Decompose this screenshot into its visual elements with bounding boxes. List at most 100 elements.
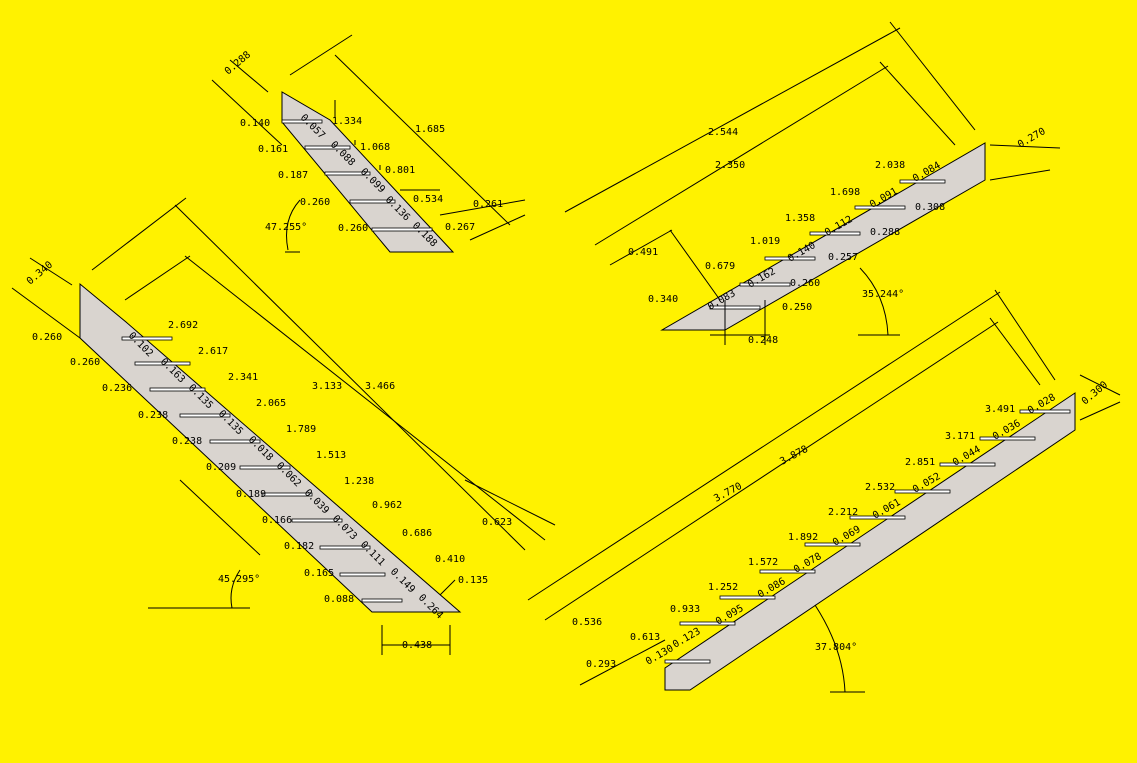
part-a-slot xyxy=(324,171,371,176)
dim-line xyxy=(564,27,901,213)
part-a-slot xyxy=(281,119,323,124)
dim-label: 1.698 xyxy=(830,187,860,198)
dim-label: 0.536 xyxy=(572,617,602,628)
part-b-slot xyxy=(179,413,231,418)
dim-label: 1.572 xyxy=(748,557,778,568)
angle-label: 35.244° xyxy=(862,289,904,300)
dim-label: 2.544 xyxy=(708,127,738,138)
offset-label: 0.260 xyxy=(338,223,368,234)
dim-label: 2.692 xyxy=(168,320,198,331)
dim-line xyxy=(527,291,1001,601)
offset-label: 0.182 xyxy=(284,541,314,552)
dim-line xyxy=(544,321,999,621)
part-d-slot xyxy=(894,489,951,494)
dim-label: 1.068 xyxy=(360,142,390,153)
dim-label: 0.293 xyxy=(586,659,616,670)
part-c-slot xyxy=(764,256,816,261)
dim-label: 1.358 xyxy=(785,213,815,224)
part-c-slot xyxy=(709,305,761,310)
part-b-slot xyxy=(319,545,371,550)
offset-label: 0.260 xyxy=(300,197,330,208)
part-b-slot xyxy=(339,572,386,577)
dim-line xyxy=(989,169,1051,181)
dim-label: 0.248 xyxy=(748,335,778,346)
dim-line xyxy=(289,34,353,76)
dim-line xyxy=(124,255,191,301)
dim-label: 3.171 xyxy=(945,431,975,442)
dim-label: 0.933 xyxy=(670,604,700,615)
dim-label: 1.789 xyxy=(286,424,316,435)
part-c-slot xyxy=(739,282,791,287)
dim-label: 0.267 xyxy=(445,222,475,233)
dim-label: 0.613 xyxy=(630,632,660,643)
dim-label: 1.019 xyxy=(750,236,780,247)
angle-label: 47.255° xyxy=(265,222,307,233)
dim-label: 0.300 xyxy=(1080,380,1110,408)
dim-label: 0.491 xyxy=(628,247,658,258)
part-c: 2.544 2.350 2.038 1.698 1.358 1.019 0.67… xyxy=(564,21,1061,346)
dim-line xyxy=(1079,401,1121,421)
part-d-slot xyxy=(939,462,996,467)
part-b-slot xyxy=(209,439,261,444)
angle-arc xyxy=(230,569,241,609)
dim-line xyxy=(179,479,261,556)
part-a-slot xyxy=(371,227,433,232)
part-d-body xyxy=(664,392,1076,691)
dim-line xyxy=(579,639,666,686)
angle-arc xyxy=(286,199,301,251)
dim-line xyxy=(879,61,956,146)
part-b-slot xyxy=(149,387,206,392)
dim-label: 1.513 xyxy=(316,450,346,461)
offset-label: 0.257 xyxy=(828,252,858,263)
dim-label: 3.770 xyxy=(712,481,744,505)
dim-line xyxy=(609,229,673,266)
offset-label: 0.161 xyxy=(258,144,288,155)
dim-label: 2.617 xyxy=(198,346,228,357)
dim-label: 0.623 xyxy=(482,517,512,528)
offset-label: 0.260 xyxy=(790,278,820,289)
dim-label: 2.065 xyxy=(256,398,286,409)
part-d-slot xyxy=(979,436,1036,441)
dim-line xyxy=(464,479,556,526)
part-c-slot xyxy=(809,231,861,236)
part-b-slot xyxy=(239,465,291,470)
offset-label: 0.236 xyxy=(102,383,132,394)
dim-label: 0.679 xyxy=(705,261,735,272)
part-b: 0.340 3.133 3.466 2.692 2.617 2.341 2.06… xyxy=(11,197,556,655)
dim-label: 1.252 xyxy=(708,582,738,593)
offset-label: 0.238 xyxy=(138,410,168,421)
dim-label: 0.962 xyxy=(372,500,402,511)
dim-label: 1.892 xyxy=(788,532,818,543)
part-d-slot xyxy=(759,569,816,574)
offset-label: 0.260 xyxy=(70,357,100,368)
part-b-slot xyxy=(291,518,343,523)
part-d-slot xyxy=(679,621,736,626)
dim-line xyxy=(91,197,187,271)
dim-line xyxy=(439,199,526,216)
dim-line xyxy=(994,289,1056,381)
part-b-slot xyxy=(361,598,403,603)
offset-label: 0.189 xyxy=(236,489,266,500)
offset-label: 0.308 xyxy=(915,202,945,213)
part-b-slot xyxy=(121,336,173,341)
dim-line xyxy=(989,144,1061,149)
dim-line xyxy=(229,59,269,93)
part-c-slot xyxy=(854,205,906,210)
part-a-slot xyxy=(349,199,396,204)
dim-line xyxy=(211,79,283,146)
part-d-slot xyxy=(664,659,711,664)
part-c-slot xyxy=(899,179,946,184)
angle-arc xyxy=(814,604,846,693)
dim-label: 2.532 xyxy=(865,482,895,493)
dim-line xyxy=(11,287,81,339)
dim-label: 1.685 xyxy=(415,124,445,135)
dim-line xyxy=(184,255,546,541)
part-b-slot xyxy=(134,361,191,366)
part-d: 3.878 3.770 3.491 3.171 2.851 2.532 2.21… xyxy=(527,289,1121,693)
part-d-slot xyxy=(1019,409,1071,414)
angle-arc xyxy=(859,267,889,336)
dim-line xyxy=(989,317,1041,386)
dim-label: 2.851 xyxy=(905,457,935,468)
